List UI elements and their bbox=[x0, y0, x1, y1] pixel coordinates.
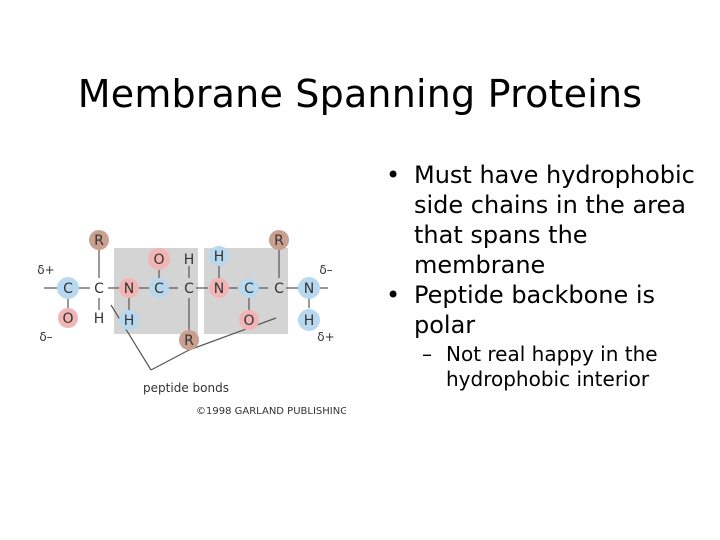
atom-label: N bbox=[124, 281, 134, 297]
atom-label: R bbox=[94, 233, 104, 249]
atom-label: O bbox=[62, 311, 73, 327]
nitrogen-circle bbox=[209, 278, 229, 298]
partial-charge-label: δ– bbox=[39, 330, 52, 344]
bullet-marker: • bbox=[386, 161, 401, 189]
oxygen-circle bbox=[148, 248, 170, 270]
nitrogen-circle bbox=[119, 278, 139, 298]
atom-label: C bbox=[274, 281, 284, 297]
r-group-circle bbox=[179, 330, 199, 350]
partial-charge-label: δ+ bbox=[317, 330, 334, 344]
nitrogen-circle bbox=[298, 277, 320, 299]
sub-bullet-text: Not real happy in the hydrophobic interi… bbox=[446, 342, 658, 391]
carbon-circle bbox=[57, 277, 79, 299]
atom-label: H bbox=[124, 313, 135, 329]
figure-credit: ©1998 GARLAND PUBLISHING bbox=[196, 406, 346, 417]
carbon-circle bbox=[149, 278, 169, 298]
peptide-bond-figure: R R R O H H C C N C C N C C N O H H O H … bbox=[36, 210, 346, 425]
sub-bullet-item: – Not real happy in the hydrophobic inte… bbox=[384, 342, 714, 392]
atom-label: C bbox=[184, 281, 194, 297]
atom-label: O bbox=[243, 313, 254, 329]
figure-caption: peptide bonds bbox=[143, 381, 229, 395]
r-group-circle bbox=[269, 230, 289, 250]
bullet-item: • Peptide backbone is polar bbox=[384, 280, 714, 340]
atom-label: H bbox=[184, 252, 195, 268]
atom-label: H bbox=[214, 249, 225, 265]
peptide-diagram: R R R O H H C C N C C N C C N O H H O H … bbox=[37, 230, 346, 417]
atom-label: H bbox=[304, 313, 315, 329]
bullet-text: Must have hydrophobic side chains in the… bbox=[414, 161, 695, 279]
bullet-item: • Must have hydrophobic side chains in t… bbox=[384, 160, 714, 280]
hydrogen-circle bbox=[119, 310, 139, 330]
partial-charge-label: δ– bbox=[319, 263, 332, 277]
bullet-list: • Must have hydrophobic side chains in t… bbox=[384, 160, 714, 392]
bond-lines bbox=[44, 250, 328, 371]
atom-label: C bbox=[154, 281, 164, 297]
atom-label: O bbox=[153, 252, 164, 268]
oxygen-circle bbox=[239, 310, 259, 330]
r-group-circle bbox=[89, 230, 109, 250]
atom-label: R bbox=[274, 233, 284, 249]
atom-label: C bbox=[63, 281, 73, 297]
atom-label: N bbox=[304, 281, 314, 297]
atom-label: C bbox=[94, 281, 104, 297]
hydrogen-circle bbox=[209, 246, 229, 266]
carbon-circle bbox=[239, 278, 259, 298]
partial-charge-label: δ+ bbox=[37, 263, 54, 277]
sub-bullet-marker: – bbox=[422, 342, 432, 366]
hydrogen-circle bbox=[298, 309, 320, 331]
slide-title: Membrane Spanning Proteins bbox=[77, 72, 643, 116]
atom-label: N bbox=[214, 281, 224, 297]
bullet-marker: • bbox=[386, 281, 401, 309]
oxygen-circle bbox=[58, 308, 78, 328]
atom-label: C bbox=[244, 281, 254, 297]
atom-label: R bbox=[184, 333, 194, 349]
bullet-text: Peptide backbone is polar bbox=[414, 281, 656, 339]
atom-label: H bbox=[94, 311, 105, 327]
